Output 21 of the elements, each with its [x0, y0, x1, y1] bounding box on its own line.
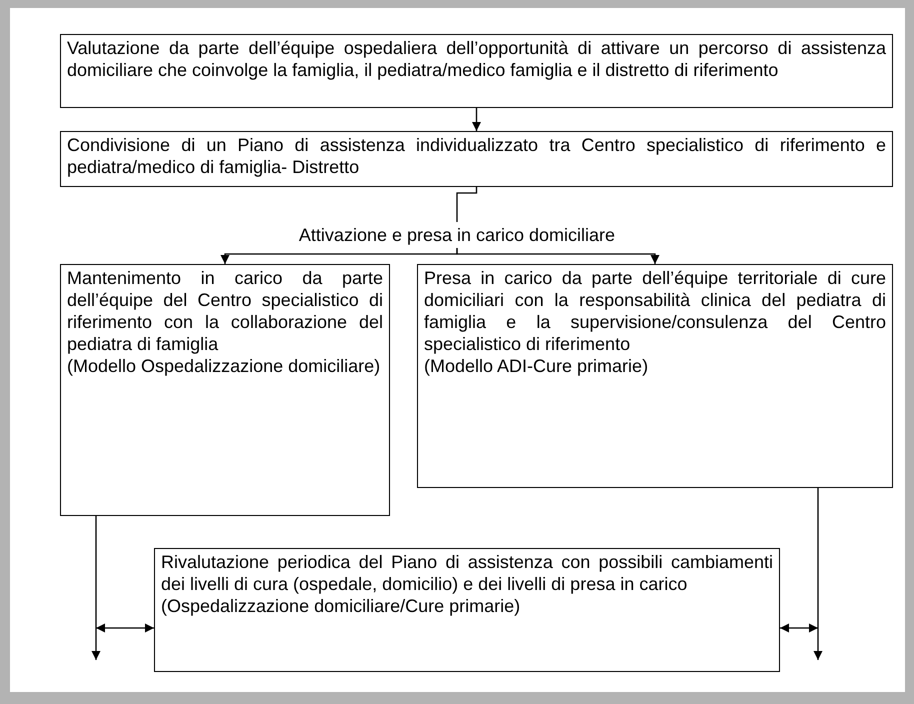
connector-line	[456, 187, 478, 222]
box-text: Presa in carico da parte dell’équipe territoriale di cure domiciliari con la responsabilità clinica del pediatra di famiglia e la supervisione/consulenza del Centro specialistico di riferimento	[424, 267, 886, 355]
box-text: Valutazione da parte dell’équipe ospedaliera dell’opportunità di attivare un percorso di assistenza domiciliare che coinvolge la famiglia, il pediatra/medico famiglia e il distretto di riferimento	[67, 37, 886, 81]
process-box	[60, 34, 893, 108]
box-text: Attivazione e presa in carico domiciliare	[298, 224, 616, 246]
box-text: (Modello ADI-Cure primarie)	[424, 355, 650, 377]
arrow	[813, 488, 823, 660]
box-text: (Ospedalizzazione domiciliare/Cure primarie)	[161, 595, 522, 617]
arrow	[91, 516, 101, 660]
process-box	[60, 264, 390, 516]
arrow	[456, 248, 660, 264]
box-text: Mantenimento in carico da parte dell’équipe del Centro specialistico di riferimento con la collaborazione del pediatra di famiglia	[67, 267, 383, 355]
arrow	[472, 108, 482, 131]
box-text: Condivisione di un Piano di assistenza individualizzato tra Centro specialistico di riferimento e pediatra/medico di famiglia- Distretto	[67, 134, 886, 178]
box-text: Rivalutazione periodica del Piano di assistenza con possibili cambiamenti dei livelli di cura (ospedale, domicilio) e dei livelli di presa in carico	[161, 551, 773, 595]
process-box	[154, 548, 780, 672]
double-arrow	[780, 623, 818, 633]
process-box	[417, 264, 893, 488]
box-text: (Modello Ospedalizzazione domiciliare)	[67, 355, 382, 377]
process-box	[60, 131, 893, 187]
double-arrow	[96, 623, 154, 633]
